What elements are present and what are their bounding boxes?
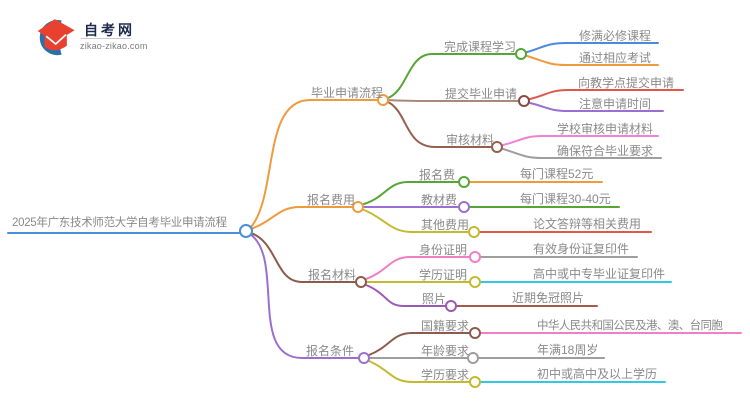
edge-to-nationality-requirement [368,332,470,356]
node-label-complete-courses: 完成课程学习 [444,40,517,54]
node-circle-textbook-fee [458,201,470,213]
node-circle-review-materials [491,141,503,153]
edge-to-complete-courses [387,53,516,99]
node-circle-other-fees [468,226,480,238]
node-label-registration-fee: 报名费 [419,168,456,182]
site-logo[interactable]: 自考网 zikao-zikao.com [30,14,160,62]
leaf-label-pass-exams: 通过相应考试 [579,51,652,65]
leaf-label-id-copy: 有效身份证复印件 [533,242,630,256]
edge-to-school-reviews-materials [502,135,659,146]
leaf-label-thesis-defense-fees: 论文答辩等相关费用 [533,217,642,231]
node-circle-age-requirement [467,352,479,364]
node-circle-photo [445,300,457,312]
edge-to-submit-to-teaching-point [529,89,684,100]
node-circle-registration-fees [352,201,364,213]
node-circle-education-proof [469,276,481,288]
edge-to-review-materials [387,101,492,148]
node-label-submit-application: 提交毕业申请 [445,87,518,101]
leaf-label-diploma-copy: 高中或中专毕业证复印件 [533,267,666,281]
leaf-label-ensure-requirements: 确保符合毕业要求 [557,144,654,158]
node-circle-registration-fee [458,176,470,188]
node-circle-registration-conditions [358,352,370,364]
leaf-label-recent-photo: 近期免冠照片 [512,291,585,305]
node-label-education-requirement: 学历要求 [421,368,470,382]
logo-divider [81,38,131,39]
leaf-label-nationality-detail: 中华人民共和国公民及港、澳、台同胞 [537,320,723,332]
edge-to-other-fees [363,209,469,233]
edge-to-note-application-time [529,102,664,112]
node-label-textbook-fee: 教材费 [421,193,458,207]
edge-to-submit-application [387,99,519,102]
node-label-other-fees: 其他费用 [421,218,470,232]
edge-to-photo [365,284,446,307]
node-label-education-proof: 学历证明 [419,268,468,282]
root-node-circle [239,224,253,238]
branch-label-graduation-application-process: 毕业申请流程 [311,86,384,100]
branch-label-registration-conditions: 报名条件 [306,344,355,358]
leaf-label-fee-52-per-course: 每门课程52元 [520,167,594,181]
node-label-nationality-requirement: 国籍要求 [421,319,470,333]
node-circle-identity-proof [469,251,481,263]
edge-to-pass-exams [526,55,659,66]
leaf-label-school-reviews-materials: 学校审核申请材料 [557,122,654,136]
logo-site-domain: zikao-zikao.com [80,41,148,51]
edge-root-to-registration-fees [250,206,353,230]
edge-to-education-requirement [368,360,470,383]
edge-to-ensure-requirements [502,148,662,159]
branch-label-registration-materials: 报名材料 [308,268,357,282]
node-circle-graduation-application-process [377,94,389,106]
node-label-age-requirement: 年龄要求 [421,344,470,358]
leaf-label-education-detail: 初中或高中及以上学历 [537,367,658,381]
node-label-photo: 照片 [422,292,447,306]
node-label-identity-proof: 身份证明 [419,243,468,257]
leaf-label-finish-required-courses: 修满必修课程 [579,29,652,43]
graduation-cap-icon [37,19,75,56]
branch-label-registration-fees: 报名费用 [307,193,356,207]
edge-to-registration-fee [363,181,459,205]
leaf-label-note-application-time: 注意申请时间 [579,97,652,111]
edge-root-to-registration-materials [250,232,356,283]
leaf-label-submit-to-teaching-point: 向教学点提交申请 [578,76,675,90]
edge-to-identity-proof [365,256,470,280]
node-label-review-materials: 审核材料 [446,133,495,147]
node-circle-nationality-requirement [469,327,481,339]
logo-site-name: 自考网 [84,22,135,38]
leaf-label-fee-30-40: 每门课程30-40元 [520,192,611,206]
node-circle-registration-materials [355,276,367,288]
edge-root-to-registration-conditions [249,233,359,359]
node-circle-complete-courses [515,48,527,60]
root-node-label: 2025年广东技术师范大学自考毕业申请流程 [12,217,227,229]
edge-to-finish-required-courses [526,42,659,53]
node-circle-submit-application [518,95,530,107]
node-circle-education-requirement [469,376,481,388]
leaf-label-age-detail: 年满18周岁 [537,343,599,357]
edge-root-to-graduation-application-process [250,99,378,228]
